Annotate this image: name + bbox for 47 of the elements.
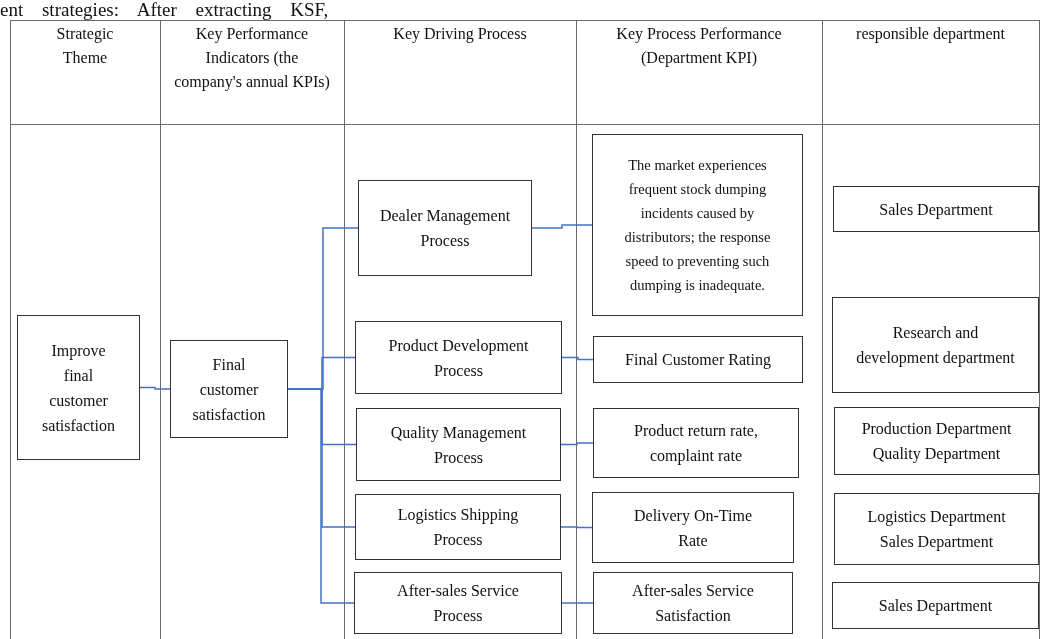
box-text: Final Customer Rating <box>625 350 771 371</box>
running-text: ent strategies: After extracting KSF, <box>0 0 329 19</box>
process-box <box>592 134 803 316</box>
column-header: Key Process Performance (Department KPI) <box>615 24 783 69</box>
box-text: Logistics Department Sales Department <box>866 507 1007 553</box>
box-text: Final customer satisfaction <box>191 354 267 425</box>
process-box <box>832 297 1039 393</box>
column-header: Strategic Theme <box>55 24 115 68</box>
connector-line <box>561 356 594 361</box>
box-text: Research and development department <box>855 323 1016 369</box>
process-box <box>358 180 532 276</box>
connector-line <box>531 224 593 229</box>
box-text: The market experiences frequent stock dumping incidents caused by distributors; the response speed to preventing such dumping is inadequate. <box>623 156 772 295</box>
column-header: Key Performance Indicators (the company's annual KPIs) <box>173 24 331 93</box>
connector-line <box>139 386 171 390</box>
process-box <box>356 408 561 481</box>
process-box <box>593 336 803 383</box>
box-text: Improve final customer satisfaction <box>41 340 116 436</box>
column-header: responsible department <box>855 24 1006 45</box>
process-box <box>592 492 794 563</box>
box-text: Sales Department <box>879 199 993 221</box>
column-header: Key Driving Process <box>392 24 528 45</box>
process-box <box>834 407 1039 475</box>
box-text: Quality Management Process <box>389 422 528 468</box>
process-box <box>17 315 140 460</box>
box-text: Delivery On-Time Rate <box>632 505 754 551</box>
process-box <box>832 582 1039 629</box>
box-text: After-sales Service Satisfaction <box>631 581 755 626</box>
box-text: Sales Department <box>878 596 993 617</box>
process-box <box>593 572 793 634</box>
process-box <box>833 186 1039 232</box>
box-text: Dealer Management Process <box>378 206 512 251</box>
box-text: Production Department Quality Department <box>860 419 1013 465</box>
connector-line <box>287 388 355 604</box>
process-box <box>354 572 562 634</box>
process-box <box>355 494 561 560</box>
process-box <box>834 493 1039 565</box>
connector-line <box>561 602 594 604</box>
connector-line <box>560 442 594 446</box>
process-box <box>355 321 562 394</box>
box-text: Product return rate, complaint rate <box>633 421 759 467</box>
box-text: After-sales Service Process <box>396 581 520 626</box>
process-box <box>170 340 288 438</box>
process-box <box>593 408 799 478</box>
box-text: Product Development Process <box>387 335 530 381</box>
box-text: Logistics Shipping Process <box>396 505 520 550</box>
connector-line <box>560 526 593 529</box>
